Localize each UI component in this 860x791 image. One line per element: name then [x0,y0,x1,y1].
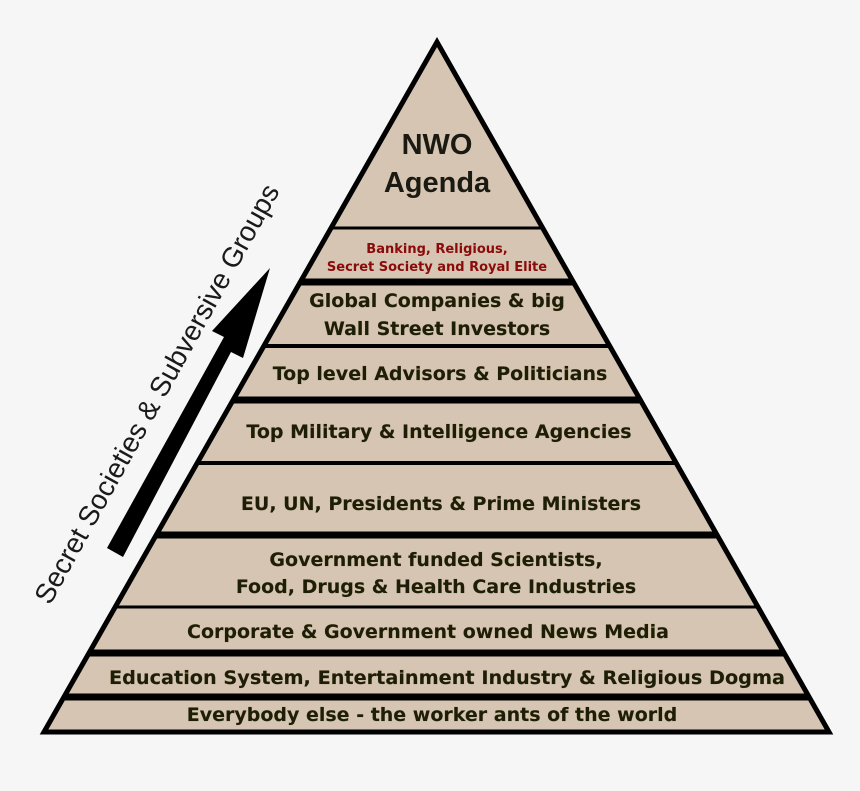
tier-1-line-1: NWO [402,129,473,161]
arrow-up-icon [107,268,270,557]
tier-2-line-2: Secret Society and Royal Elite [327,260,547,275]
tier-1-line-2: Agenda [384,167,491,199]
tier-7-line-1: Government funded Scientists, [269,549,602,571]
tier-nwo-agenda: NWO Agenda [384,129,491,199]
tier-eu-un-presidents: EU, UN, Presidents & Prime Ministers [241,493,641,515]
tier-elite: Banking, Religious, Secret Society and R… [327,242,547,275]
tier-news-media: Corporate & Government owned News Media [187,621,669,643]
tier-education-entertainment: Education System, Entertainment Industry… [109,667,785,689]
tier-military-intelligence: Top Military & Intelligence Agencies [246,421,631,443]
tier-separators [65,226,809,701]
tier-3-line-2: Wall Street Investors [324,318,550,340]
tier-scientists-industries: Government funded Scientists, Food, Drug… [236,549,637,598]
tier-advisors-politicians: Top level Advisors & Politicians [273,363,608,385]
tier-everybody-else: Everybody else - the worker ants of the … [187,704,678,726]
tier-global-companies: Global Companies & big Wall Street Inves… [309,290,565,340]
tier-2-line-1: Banking, Religious, [366,242,507,257]
pyramid-shape [39,36,834,735]
tier-3-line-1: Global Companies & big [309,290,565,312]
tier-7-line-2: Food, Drugs & Health Care Industries [236,576,636,598]
